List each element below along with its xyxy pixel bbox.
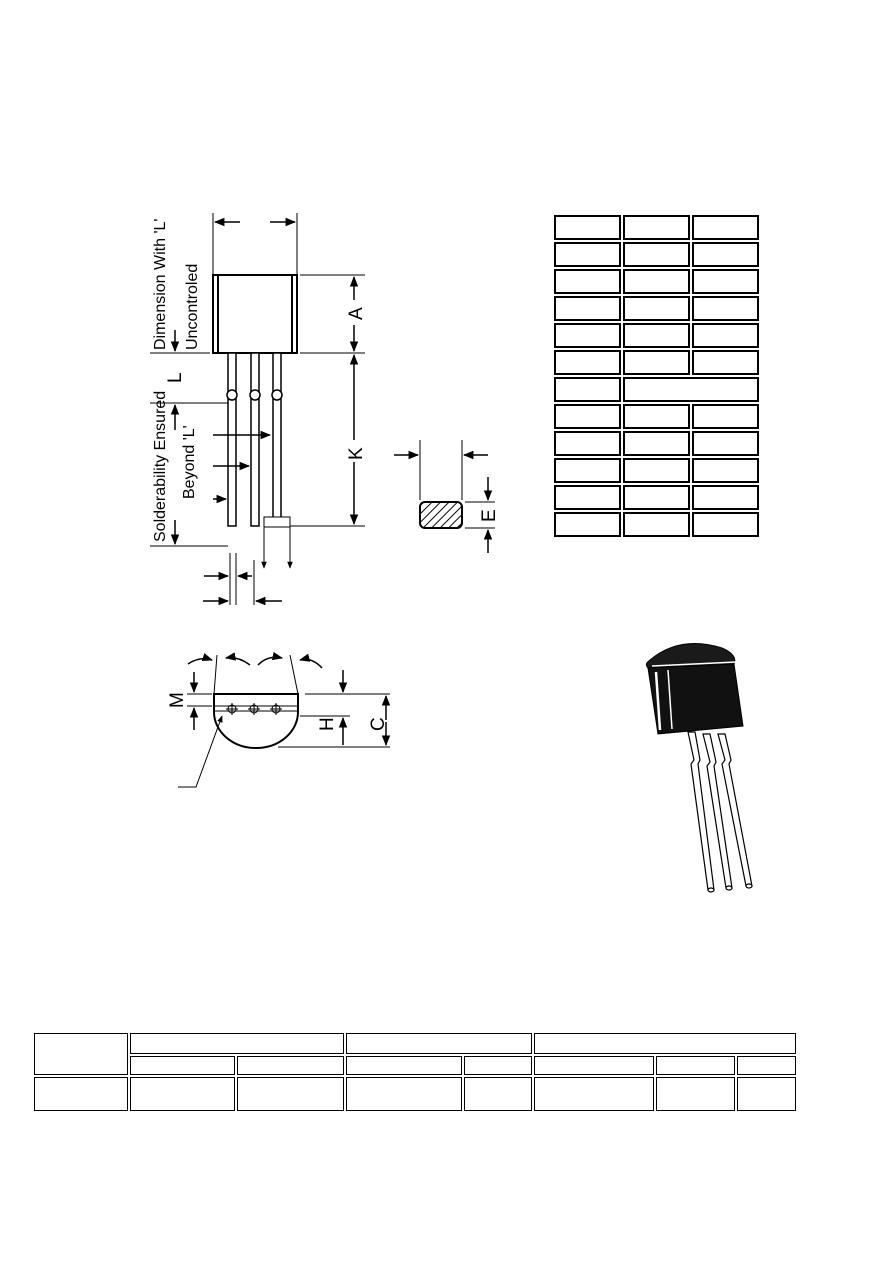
table-row — [554, 296, 759, 321]
dim-label-l: L — [165, 372, 186, 383]
bottom-view — [178, 651, 391, 788]
table-row — [34, 1033, 796, 1075]
note-uncontroled: Uncontroled — [184, 264, 201, 350]
dim-label-c: C — [368, 717, 389, 731]
dimensions-table — [552, 213, 761, 539]
table-cell — [237, 1055, 344, 1075]
table-row — [554, 269, 759, 294]
table-row — [554, 431, 759, 456]
table-cell — [34, 1033, 128, 1075]
package-3d-illustration — [645, 643, 753, 893]
table-row — [34, 1055, 796, 1075]
table-row — [554, 485, 759, 510]
table-cell — [623, 350, 690, 375]
table-row — [554, 404, 759, 429]
table-cell — [623, 431, 690, 456]
table-cell — [623, 404, 690, 429]
table-cell — [692, 485, 759, 510]
table-cell — [554, 296, 621, 321]
table-cell — [554, 215, 621, 240]
table-cell — [692, 350, 759, 375]
table-row — [554, 458, 759, 483]
note-solderability-ensured: Solderability Ensured — [152, 391, 169, 542]
table-cell — [623, 269, 690, 294]
table-cell — [656, 1077, 735, 1111]
table-cell — [554, 404, 621, 429]
table-cell — [692, 323, 759, 348]
dim-label-a: A — [346, 307, 367, 320]
dim-label-e: E — [479, 509, 500, 522]
table-cell — [554, 242, 621, 267]
dim-label-h: H — [317, 717, 338, 731]
table-row — [554, 215, 759, 240]
table-cell — [130, 1033, 344, 1054]
table-cell — [34, 1077, 128, 1111]
table-cell — [656, 1055, 735, 1075]
table-cell — [737, 1055, 796, 1075]
front-view — [150, 213, 365, 606]
table-cell — [237, 1077, 344, 1111]
table-cell — [130, 1055, 235, 1075]
table-cell — [692, 296, 759, 321]
lead-cross-section — [394, 440, 495, 553]
table-cell — [623, 458, 690, 483]
table-cell — [554, 350, 621, 375]
table-cell — [554, 512, 621, 537]
table-row — [34, 1077, 796, 1111]
table-cell — [534, 1077, 654, 1111]
table-cell — [554, 377, 621, 402]
table-cell — [534, 1055, 654, 1075]
table-cell — [692, 242, 759, 267]
pin-marks — [226, 703, 282, 715]
table-cell — [534, 1033, 796, 1054]
table-cell — [623, 215, 690, 240]
table-cell — [692, 215, 759, 240]
table-cell — [623, 242, 690, 267]
table-cell — [464, 1055, 532, 1075]
table-cell — [346, 1055, 462, 1075]
table-cell — [692, 512, 759, 537]
table-row — [554, 350, 759, 375]
table-cell — [554, 458, 621, 483]
note-dimension-with-l: Dimension With 'L' — [152, 219, 169, 350]
table-row — [554, 512, 759, 537]
table-cell — [623, 323, 690, 348]
table-row — [554, 242, 759, 267]
ordering-table — [32, 1031, 798, 1113]
table-cell-merged — [623, 377, 759, 402]
table-cell — [346, 1077, 462, 1111]
table-cell — [346, 1033, 532, 1054]
lead-left — [226, 352, 238, 527]
lead-right — [271, 352, 283, 527]
table-cell — [737, 1077, 796, 1111]
table-cell — [692, 269, 759, 294]
table-cell — [554, 485, 621, 510]
table-cell — [623, 485, 690, 510]
table-cell — [554, 269, 621, 294]
table-cell — [692, 404, 759, 429]
table-cell — [554, 323, 621, 348]
dim-label-m: M — [167, 692, 188, 708]
table-cell — [623, 512, 690, 537]
table-cell — [130, 1077, 235, 1111]
table-cell — [692, 458, 759, 483]
table-cell — [554, 431, 621, 456]
table-cell — [464, 1077, 532, 1111]
dim-label-k: K — [346, 447, 367, 460]
table-row — [554, 377, 759, 402]
lead-center — [249, 352, 261, 527]
note-beyond-l: Beyond 'L' — [181, 425, 198, 499]
table-cell — [623, 296, 690, 321]
table-cell — [692, 431, 759, 456]
table-row — [554, 323, 759, 348]
